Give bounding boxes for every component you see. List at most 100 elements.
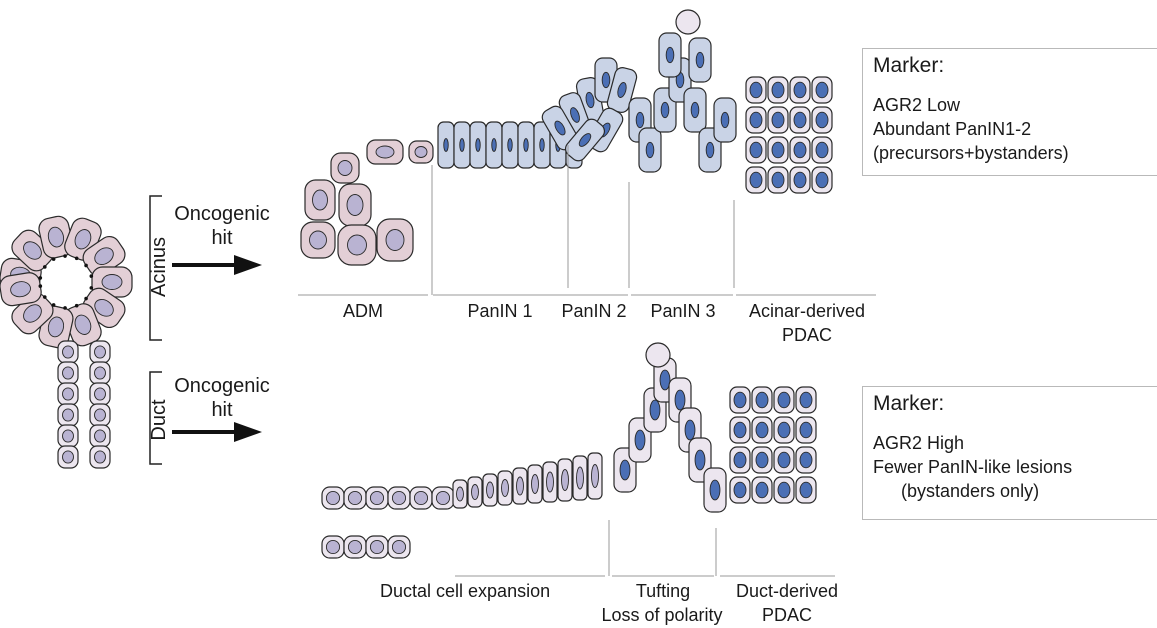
cell-nucleus [95,346,106,358]
cell-nucleus [562,470,569,491]
cell-nucleus [661,102,669,117]
cell-nucleus [532,475,539,494]
duct-cell [90,341,110,363]
tumor-cell [796,387,816,413]
duct-cell [90,404,110,426]
cell-nucleus [602,72,610,87]
zymogen-granule [84,264,88,268]
cell-nucleus [646,142,654,157]
cell-nucleus [721,112,729,127]
duct-cell [58,404,78,426]
zymogen-granule [43,295,47,299]
cell-nucleus [636,112,644,127]
cell-nucleus [778,392,790,408]
adm-cell [331,153,359,183]
cell-nucleus [710,480,720,500]
cell-nucleus [338,161,352,176]
zymogen-granule [39,276,43,280]
tufting-cell [704,468,726,512]
panin-cell [486,122,502,168]
cell-nucleus [734,392,746,408]
cell-nucleus [685,420,695,440]
marker-line: AGR2 High [873,431,1157,455]
cell-nucleus [772,142,784,158]
panin-cell [659,33,681,77]
tumor-cell [774,447,794,473]
tumor-cell [796,447,816,473]
cell-nucleus [577,467,584,489]
stage-ductal-cell-expansion: Ductal cell expansion [380,580,550,602]
tumor-cell [746,137,766,163]
adm-cell [338,225,376,265]
source-acinus-illustration [0,214,132,349]
panin-illustration [438,10,736,172]
source-duct-illustration [58,341,110,468]
zymogen-granule [90,274,94,278]
cell-nucleus [95,388,106,400]
tumor-cell [774,417,794,443]
acinar-pdac-illustration [746,77,832,193]
duct-cell [58,425,78,447]
cell-nucleus [313,190,328,210]
duct-cell [498,471,512,505]
cell-nucleus [750,112,762,128]
tumor-cell [768,137,788,163]
cell-nucleus [794,172,806,188]
cell-nucleus [326,491,339,504]
tumor-cell [752,417,772,443]
stage-panin-2: PanIN 2 [552,300,636,322]
zymogen-granule [63,254,67,258]
cell-nucleus [326,540,339,553]
duct-cell [388,536,410,558]
cell-nucleus [816,112,828,128]
cell-nucleus [800,482,812,498]
duct-cell [543,462,557,502]
duct-pdac-illustration [730,387,816,503]
cell-nucleus [472,485,479,500]
duct-cell [410,487,432,509]
zymogen-granule [52,303,56,307]
tumor-cell [796,417,816,443]
tumor-cell [812,107,832,133]
hit-text: hit [166,226,278,250]
tumor-cell [796,477,816,503]
tumor-cell [752,387,772,413]
cell-nucleus [414,491,427,504]
tumor-cell [790,77,810,103]
tumor-cell [790,107,810,133]
cell-nucleus [392,540,405,553]
cell-nucleus [63,451,74,463]
cell-nucleus [95,367,106,379]
cell-nucleus [816,142,828,158]
duct-cell [90,425,110,447]
cell-nucleus [691,102,699,117]
cell-nucleus [310,231,327,249]
duct-cell [322,487,344,509]
cell-nucleus [63,346,74,358]
panin-cell [684,88,706,132]
adm-cell [409,141,433,163]
duct-cell [90,383,110,405]
cell-nucleus [457,487,464,501]
marker-line: Fewer PanIN-like lesions [873,455,1157,479]
cell-nucleus [778,452,790,468]
cell-nucleus [348,491,361,504]
duct-cell [513,468,527,504]
cell-nucleus [734,452,746,468]
duct-cell [344,536,366,558]
duct-cell [58,446,78,468]
cell-nucleus [816,172,828,188]
cell-nucleus [502,480,509,497]
cell-nucleus [778,482,790,498]
arrow-bottom [172,422,262,442]
tumor-cell [768,107,788,133]
cell-nucleus [63,388,74,400]
panin-cell [454,122,470,168]
tumor-cell [730,477,750,503]
tumor-cell [752,447,772,473]
cell-nucleus [348,235,367,255]
tumor-cell [730,417,750,443]
cell-nucleus [695,450,705,470]
cell-nucleus [750,142,762,158]
cell-nucleus [650,400,660,420]
